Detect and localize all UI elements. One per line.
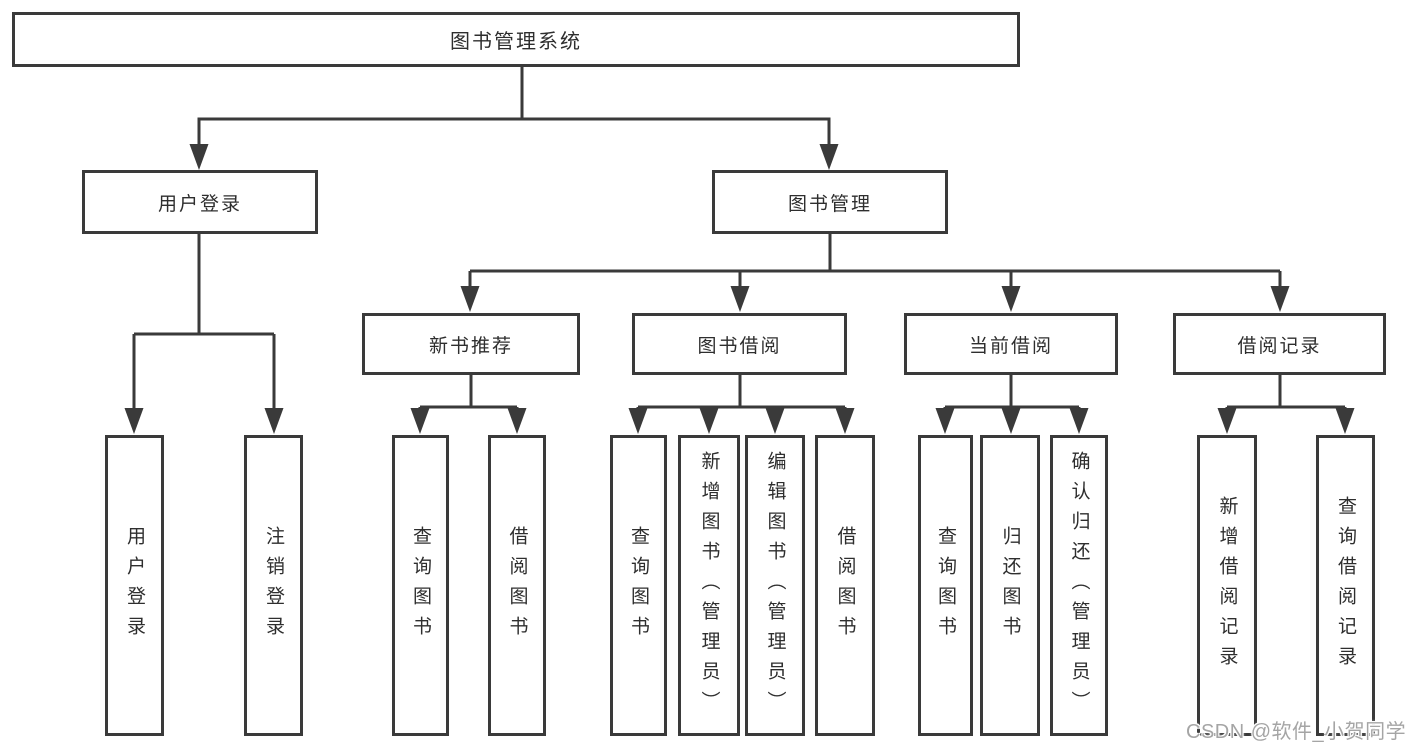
- leaf-borrow-books: 借阅图书: [488, 435, 546, 736]
- leaf-query-borrow-record: 查询借阅记录: [1316, 435, 1375, 736]
- node-book-management: 图书管理: [712, 170, 948, 234]
- node-book-borrow: 图书借阅: [632, 313, 847, 375]
- leaf-add-book-admin: 新增图书（管理员）: [678, 435, 740, 736]
- node-label: 图书管理系统: [450, 31, 582, 53]
- node-label: 查询图书: [935, 525, 956, 646]
- node-label: 用户登录: [157, 193, 242, 215]
- leaf-add-borrow-record: 新增借阅记录: [1197, 435, 1257, 736]
- node-borrow-records: 借阅记录: [1173, 313, 1386, 375]
- node-label: 查询借阅记录: [1335, 495, 1356, 676]
- node-label: 查询图书: [410, 525, 431, 646]
- node-label: 确认归还（管理员）: [1068, 450, 1090, 721]
- connector-borrow-records-children: [1217, 375, 1355, 434]
- leaf-user-login: 用户登录: [105, 435, 164, 736]
- node-label: 借阅图书: [834, 525, 856, 646]
- node-label: 新增借阅记录: [1216, 495, 1238, 676]
- leaf-query-books: 查询图书: [392, 435, 449, 736]
- connector-book-borrow-children: [628, 375, 855, 434]
- leaf-borrow-books: 借阅图书: [815, 435, 875, 736]
- node-label: 图书管理: [787, 193, 872, 215]
- csdn-watermark: CSDN @软件_小贺同学: [1186, 721, 1405, 743]
- connector-new-book-children: [410, 375, 527, 434]
- node-label: 编辑图书（管理员）: [764, 450, 786, 721]
- node-current-borrow: 当前借阅: [904, 313, 1118, 375]
- node-label: 当前借阅: [968, 335, 1053, 357]
- node-label: 借阅记录: [1237, 335, 1322, 357]
- node-label: 注销登录: [263, 525, 284, 646]
- node-label: 查询图书: [628, 525, 649, 646]
- connector-root-to-level2: [189, 67, 839, 170]
- connector-book-mgmt-children: [460, 234, 1290, 312]
- node-label: 新书推荐: [428, 335, 513, 357]
- node-library-system: 图书管理系统: [12, 12, 1020, 67]
- connector-current-borrow-children: [935, 375, 1089, 434]
- node-label: 用户登录: [124, 525, 145, 646]
- node-label: 借阅图书: [506, 525, 528, 646]
- node-label: 图书借阅: [697, 335, 782, 357]
- node-user-login: 用户登录: [82, 170, 318, 234]
- node-new-book-recommend: 新书推荐: [362, 313, 580, 375]
- leaf-confirm-return-admin: 确认归还（管理员）: [1050, 435, 1108, 736]
- leaf-query-books: 查询图书: [610, 435, 667, 736]
- leaf-return-book: 归还图书: [980, 435, 1040, 736]
- node-label: 归还图书: [999, 525, 1021, 646]
- node-label: 新增图书（管理员）: [698, 450, 720, 721]
- connector-user-login-children: [124, 234, 284, 434]
- leaf-logout: 注销登录: [244, 435, 303, 736]
- leaf-query-books: 查询图书: [918, 435, 973, 736]
- leaf-edit-book-admin: 编辑图书（管理员）: [745, 435, 805, 736]
